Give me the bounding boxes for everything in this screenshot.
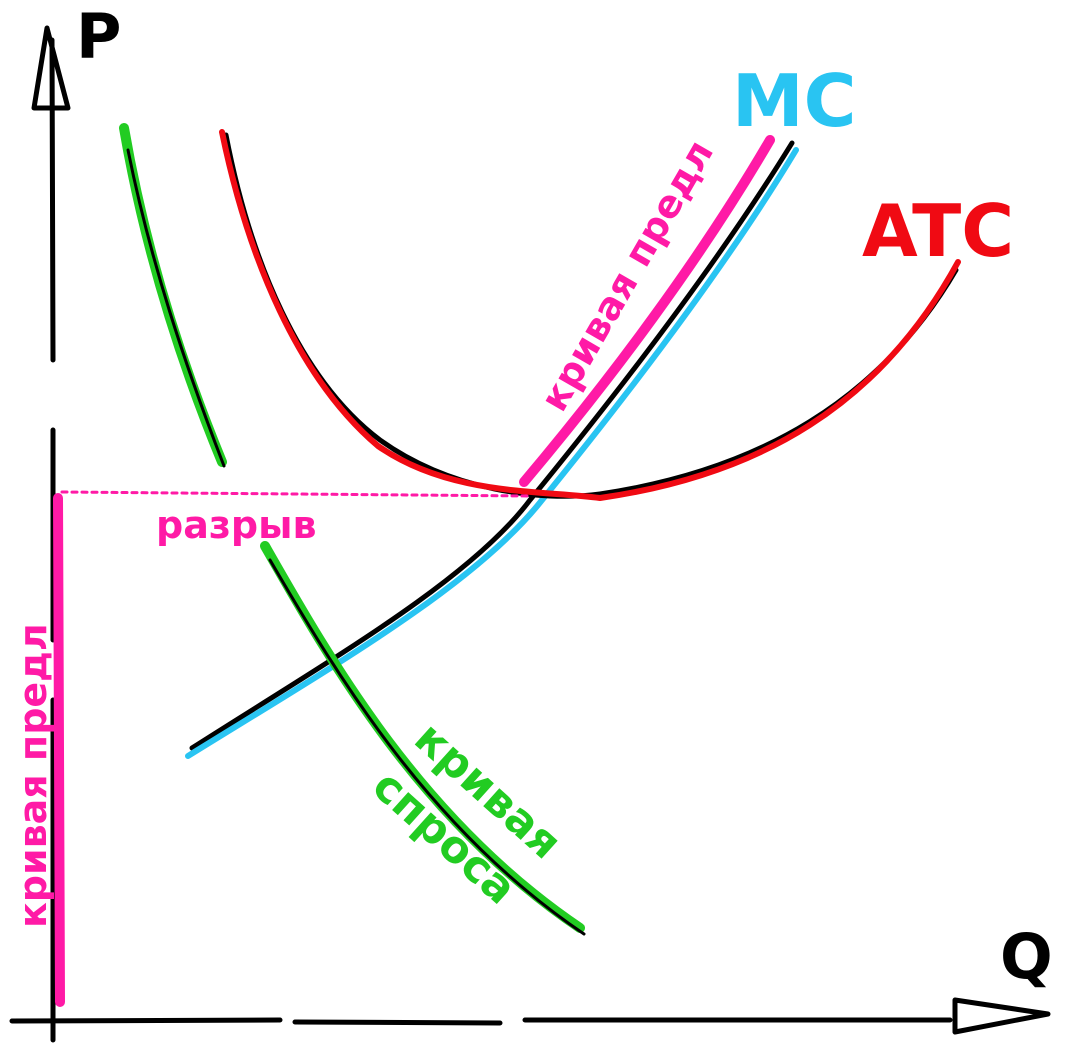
gap-label: разрыв (156, 503, 317, 547)
supply-vertical-segment (53, 493, 65, 1007)
supply-mc-segment (519, 135, 775, 487)
atc-label: ATC (862, 189, 1014, 273)
atc-curve (219, 129, 961, 501)
demand-curve (119, 123, 586, 936)
y-axis-label: P (76, 0, 121, 73)
x-axis-label: Q (1000, 920, 1053, 993)
y-axis-arrow (31, 25, 71, 111)
supply-curve (53, 135, 775, 1007)
gap-dotted-line (60, 490, 532, 498)
y-axis (49, 37, 56, 1043)
x-axis-arrow (952, 997, 1051, 1035)
axes (9, 25, 1051, 1043)
mc-label: MC (732, 59, 857, 143)
x-axis (9, 1017, 953, 1026)
demand-upper-segment (119, 123, 227, 467)
mc-curve (185, 140, 799, 759)
supply-vertical-label: кривая предл (11, 623, 55, 928)
